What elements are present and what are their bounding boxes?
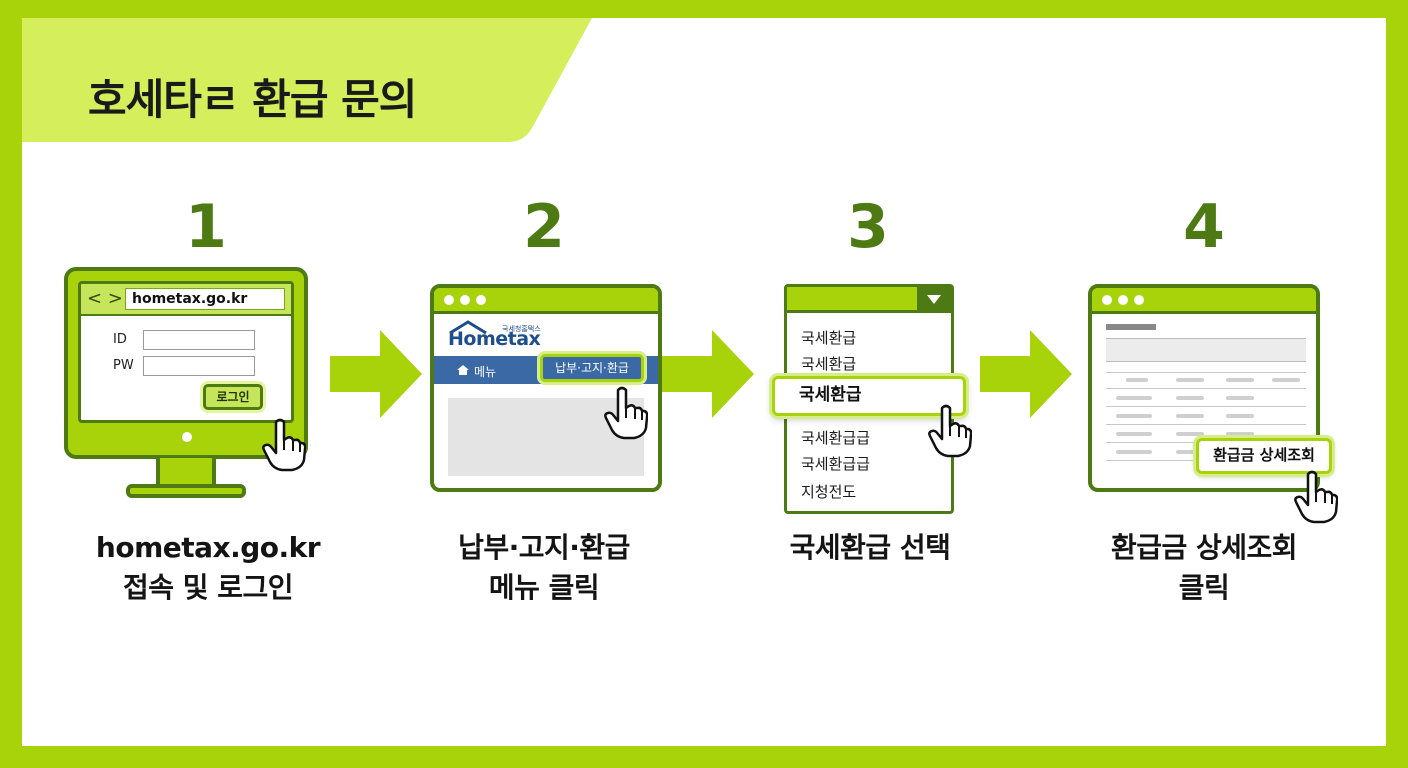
step-2-number: 2 [523,192,565,262]
refund-detail-button[interactable]: 환급금 상세조회 [1196,438,1332,474]
pw-label: PW [113,358,134,373]
id-label: ID [113,332,127,347]
monitor-screen: < > hometax.go.kr ID PW 로그인 [78,281,294,423]
table-cell [1116,396,1152,400]
hand-cursor-icon [262,418,306,472]
table-cell [1226,396,1254,400]
header-strip [1106,338,1306,362]
content-placeholder [448,398,644,476]
table-cell [1176,414,1204,418]
browser-title-bar [1092,288,1316,314]
table-cell [1116,414,1152,418]
browser-address-bar: < > hometax.go.kr [81,284,291,316]
table-cell [1176,432,1204,436]
arrow-right-icon [330,330,422,418]
title-band [22,18,592,142]
step-1-monitor: < > hometax.go.kr ID PW 로그인 [64,267,308,459]
step-4-caption-line1: 환급금 상세조회 [1110,531,1298,564]
window-dot-icon [460,295,470,305]
window-dot-icon [1134,295,1144,305]
dropdown-item[interactable]: 국세환급급 [801,429,871,447]
power-dot-icon [182,432,192,442]
step-4-caption-line2: 클릭 [1178,571,1230,604]
browser-title-bar [434,288,658,314]
hand-cursor-icon [604,386,648,440]
dropdown-item[interactable]: 국세환급 [801,355,857,373]
step-1-caption-line1: hometax.go.kr [95,531,321,564]
step-1-caption: hometax.go.kr 접속 및 로그인 [68,528,348,608]
table-cell [1126,378,1148,382]
step-3-number: 3 [847,192,889,262]
step-1-number: 1 [185,192,227,262]
table-cell [1176,396,1204,400]
hometax-logo-sub: 국세청홈택스 [502,325,541,333]
table-divider [1106,406,1306,407]
step-4-caption: 환급금 상세조회 클릭 [1064,528,1344,608]
hand-cursor-icon [928,404,972,458]
payment-notice-refund-menu-button[interactable]: 납부·고지·환급 [540,354,644,382]
window-dot-icon [1102,295,1112,305]
table-divider [1106,388,1306,389]
dropdown-toggle[interactable] [917,287,951,313]
hand-cursor-icon [1294,470,1338,524]
dropdown-header[interactable] [787,287,951,313]
step-1-caption-line2: 접속 및 로그인 [122,571,294,604]
hometax-roof-icon [449,320,487,334]
dropdown-item[interactable]: 지청전도 [801,483,857,501]
dropdown-item[interactable]: 국세환급급 [801,455,871,473]
menu-label[interactable]: 메뉴 [474,365,497,379]
monitor-neck [156,458,216,488]
table-cell [1176,378,1204,382]
pw-input[interactable] [143,356,255,376]
url-field[interactable]: hometax.go.kr [125,288,285,310]
page-title: 호세타ㄹ 환급 문의 [88,75,417,124]
table-cell [1272,378,1300,382]
table-cell [1226,414,1254,418]
step-2-caption: 납부·고지·환급 메뉴 클릭 [404,528,684,608]
step-3-caption-line1: 국세환급 선택 [789,531,951,564]
window-dot-icon [476,295,486,305]
table-divider [1106,424,1306,425]
step-3-caption: 국세환급 선택 [730,528,1010,568]
hometax-logo: Hometax [448,328,541,350]
table-cell [1116,432,1152,436]
section-heading-placeholder [1106,324,1156,330]
selected-national-tax-refund[interactable]: 국세환급 [772,376,966,416]
window-dot-icon [1118,295,1128,305]
arrow-right-icon [662,330,754,418]
triangle-down-icon [927,295,941,304]
step-2-caption-line1: 납부·고지·환급 [458,531,630,564]
table-cell [1226,378,1254,382]
login-button[interactable]: 로그인 [203,384,263,410]
id-input[interactable] [143,330,255,350]
home-icon [457,365,469,375]
table-cell [1226,432,1254,436]
nav-arrows-icon[interactable]: < > [87,288,123,309]
step-2-caption-line2: 메뉴 클릭 [488,571,600,604]
step-4-number: 4 [1183,192,1225,262]
dropdown-item[interactable]: 국세환급 [801,329,857,347]
monitor-base [126,484,246,498]
table-cell [1116,450,1152,454]
table-divider [1106,372,1306,373]
arrow-right-icon [980,330,1072,418]
table-cell [1176,450,1204,454]
window-dot-icon [444,295,454,305]
